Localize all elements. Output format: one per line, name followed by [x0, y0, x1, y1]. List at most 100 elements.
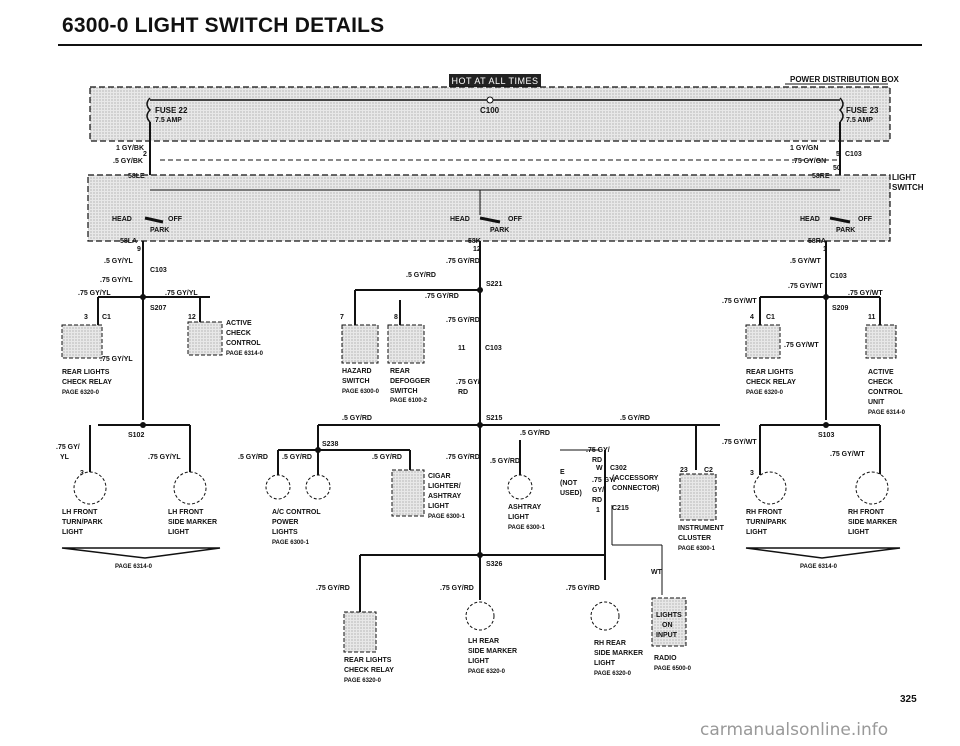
wire-75-gy-gn: .75 GY/GN — [792, 158, 826, 165]
wire-e: E — [560, 469, 565, 476]
svg-text:3: 3 — [84, 314, 88, 321]
svg-text:3: 3 — [750, 470, 754, 477]
wire-5-gy-bk: .5 GY/BK — [113, 158, 143, 165]
wire-75-gy-wt-b: .75 GY/WT — [722, 298, 757, 305]
connector-c100: C100 — [480, 106, 500, 115]
wire-75-gy-wt-d: .75 GY/WT — [784, 342, 819, 349]
splice-s238: S238 — [322, 441, 338, 448]
svg-text:LH FRONT: LH FRONT — [168, 509, 204, 516]
splice-s103: S103 — [818, 432, 834, 439]
svg-text:OFF: OFF — [508, 216, 523, 223]
svg-text:CONTROL: CONTROL — [226, 340, 261, 347]
svg-text:LIGHT: LIGHT — [848, 529, 870, 536]
svg-text:HEAD: HEAD — [800, 216, 820, 223]
splice-s102: S102 — [128, 432, 144, 439]
svg-text:11: 11 — [458, 345, 466, 352]
c1-right: C1 — [766, 314, 775, 321]
svg-text:7: 7 — [340, 314, 344, 321]
radio-label: LIGHTS ON INPUT RADIO PAGE 6500-0 — [654, 612, 692, 672]
svg-text:58LA: 58LA — [120, 238, 137, 245]
svg-text:PARK: PARK — [836, 227, 855, 234]
pin-9: 9 — [137, 246, 141, 253]
wire-5-gy-rd-h: .5 GY/RD — [490, 458, 520, 465]
lh-front-side-marker-bulb — [173, 471, 207, 505]
svg-text:CLUSTER: CLUSTER — [678, 535, 711, 542]
wire-75-gy-yl-a: .75 GY/YL — [100, 277, 133, 284]
wire-75-gy-rd-f: .75 GY/RD — [440, 585, 474, 592]
wire-rd: RD — [458, 389, 468, 396]
page-number: 325 — [900, 694, 917, 705]
watermark: carmanualsonline.info — [700, 720, 889, 740]
svg-text:REAR LIGHTS: REAR LIGHTS — [344, 657, 392, 664]
wire-w: W — [596, 465, 603, 472]
splice-s209: S209 — [832, 305, 848, 312]
svg-text:INPUT: INPUT — [656, 632, 678, 639]
svg-text:SIDE MARKER: SIDE MARKER — [594, 650, 643, 657]
svg-text:LIGHT: LIGHT — [594, 660, 616, 667]
wire-75-gy-rd-c: .75 GY/RD — [446, 317, 480, 324]
fuse-22-amp: 7.5 AMP — [155, 117, 182, 124]
svg-text:OFF: OFF — [858, 216, 873, 223]
svg-text:LIGHTS: LIGHTS — [272, 529, 298, 536]
svg-text:PAGE 6320-0: PAGE 6320-0 — [344, 678, 382, 684]
rear-lights-relay-bottom — [343, 611, 377, 653]
svg-text:DEFOGGER: DEFOGGER — [390, 378, 430, 385]
svg-text:A/C CONTROL: A/C CONTROL — [272, 509, 321, 516]
svg-text:PAGE 6320-0: PAGE 6320-0 — [594, 671, 632, 677]
svg-text:SIDE MARKER: SIDE MARKER — [168, 519, 217, 526]
wire-75-gy-rd-a: .75 GY/RD — [446, 258, 480, 265]
accessory-connector-label: (ACCESSORY CONNECTOR) — [612, 475, 659, 492]
wire-gy: GY/ — [592, 487, 604, 494]
svg-text:CHECK RELAY: CHECK RELAY — [746, 379, 796, 386]
wire-5-gy-rd-c: .5 GY/RD — [620, 415, 650, 422]
svg-text:SWITCH: SWITCH — [342, 378, 370, 385]
rh-rear-side-marker-label: RH REAR SIDE MARKER LIGHT PAGE 6320-0 — [594, 640, 643, 677]
svg-text:LIGHT: LIGHT — [428, 503, 450, 510]
light-switch-box — [87, 174, 891, 242]
rear-lights-check-relay-right-label: REAR LIGHTS CHECK RELAY PAGE 6320-0 — [746, 369, 796, 396]
page-ref-left: PAGE 6314-0 — [115, 564, 153, 570]
svg-text:RADIO: RADIO — [654, 655, 677, 662]
svg-text:SIDE MARKER: SIDE MARKER — [468, 648, 517, 655]
svg-text:CHECK RELAY: CHECK RELAY — [344, 667, 394, 674]
svg-text:LIGHT: LIGHT — [508, 514, 530, 521]
instrument-cluster-label: INSTRUMENT CLUSTER PAGE 6300-1 — [678, 525, 725, 552]
svg-text:LIGHT: LIGHT — [168, 529, 190, 536]
c103-center: C103 — [485, 345, 502, 352]
svg-text:LIGHTS: LIGHTS — [656, 612, 682, 619]
svg-text:UNIT: UNIT — [868, 399, 885, 406]
svg-text:ACTIVE: ACTIVE — [226, 320, 252, 327]
hazard-switch-box — [341, 324, 379, 364]
rear-defogger-switch-box — [387, 324, 425, 364]
switch-58le: 58LE — [128, 173, 145, 180]
svg-text:HAZARD: HAZARD — [342, 368, 372, 375]
wire-75-gy-yl-b: .75 GY/YL — [78, 290, 111, 297]
svg-text:LIGHT: LIGHT — [62, 529, 84, 536]
lh-rear-side-marker-bulb — [465, 601, 495, 631]
svg-text:CIGAR: CIGAR — [428, 473, 451, 480]
svg-text:CONNECTOR): CONNECTOR) — [612, 485, 659, 492]
svg-text:12: 12 — [188, 314, 196, 321]
svg-text:PAGE 6320-0: PAGE 6320-0 — [62, 390, 100, 396]
cigar-lighter-box — [391, 469, 425, 517]
switch-contact-left: HEAD OFF PARK 58LA — [112, 216, 183, 245]
fuse-22 — [146, 97, 152, 123]
svg-text:REAR LIGHTS: REAR LIGHTS — [62, 369, 110, 376]
svg-text:1: 1 — [596, 507, 600, 514]
svg-text:PAGE 6300-0: PAGE 6300-0 — [342, 389, 380, 395]
switch-contact-right: HEAD OFF PARK 58RA — [800, 216, 873, 245]
pin-12-top: 12 — [473, 246, 481, 253]
fuse-23-label: FUSE 23 — [846, 106, 879, 115]
fuse-23-amp: 7.5 AMP — [846, 117, 873, 124]
connector-c103-top: C103 — [845, 151, 862, 158]
rh-front-side-marker-label: RH FRONT SIDE MARKER LIGHT — [848, 509, 897, 536]
lh-front-turn-park-label: LH FRONT TURN/PARK LIGHT — [62, 509, 103, 536]
ac-control-light-1 — [265, 474, 291, 500]
svg-text:PARK: PARK — [150, 227, 169, 234]
cigar-lighter-label: CIGAR LIGHTER/ ASHTRAY LIGHT PAGE 6300-1 — [428, 473, 466, 520]
instrument-cluster-box — [679, 473, 717, 521]
svg-text:LH FRONT: LH FRONT — [62, 509, 98, 516]
wire-5-gy-rd-a: .5 GY/RD — [406, 272, 436, 279]
svg-text:PAGE 6320-0: PAGE 6320-0 — [468, 669, 506, 675]
